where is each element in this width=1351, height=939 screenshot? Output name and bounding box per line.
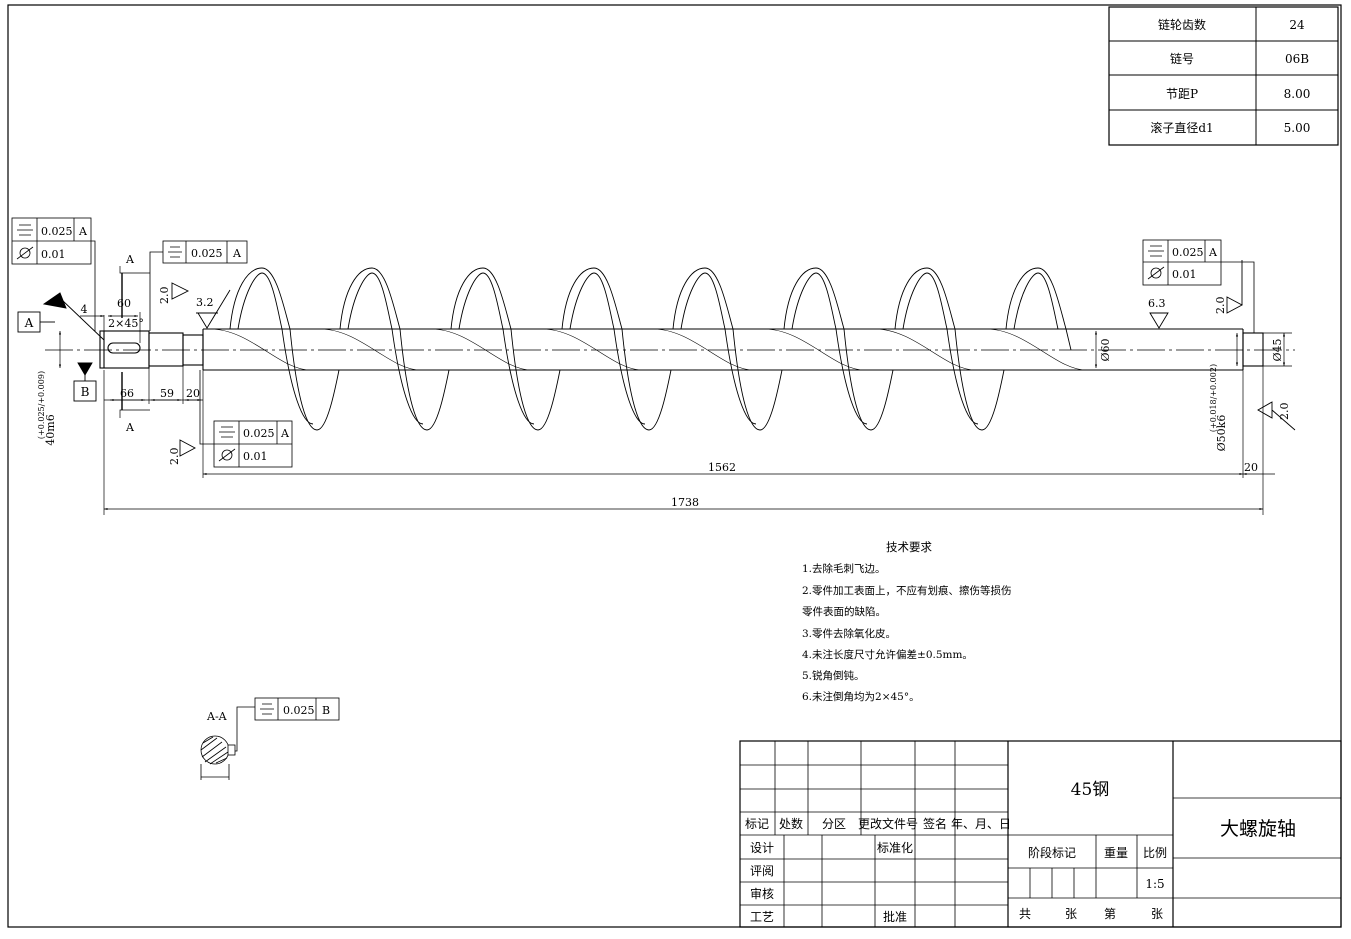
- section-mark-a-bottom: A: [125, 421, 135, 434]
- dim-60: 60: [117, 297, 131, 310]
- tb-sheets-2: 张: [1151, 907, 1163, 921]
- dim-dia45: Ø45: [1271, 338, 1284, 361]
- tb-row-process: 工艺: [750, 910, 774, 924]
- roughness-2-0-d: 2.0: [168, 448, 181, 466]
- gdt-left-datum: A: [78, 225, 88, 238]
- roughness-2-0-c: 2.0: [1278, 403, 1291, 421]
- tech-requirements: 技术要求 1.去除毛刺飞边。 2.零件加工表面上，不应有划痕、擦伤等损伤 零件表…: [802, 540, 1012, 703]
- roughness-2-0-b: 2.0: [1214, 297, 1227, 315]
- gdt-top-datum: A: [232, 247, 242, 260]
- gdt-frame-right: [1142, 239, 1255, 333]
- tb-part-name: 大螺旋轴: [1220, 818, 1296, 840]
- chain-label-teeth: 链轮齿数: [1158, 17, 1206, 32]
- tb-col-sign: 签名: [923, 816, 947, 831]
- gdt-right-cyl: 0.01: [1172, 268, 1197, 281]
- tb-page: 第: [1104, 907, 1116, 921]
- dim-1562: 1562: [708, 461, 736, 474]
- tb-col-count: 处数: [779, 816, 803, 831]
- tech-req-item-2b: 零件表面的缺陷。: [802, 605, 886, 618]
- section-mark-a-top: A: [125, 253, 135, 266]
- gdt-right-sym: 0.025: [1172, 246, 1204, 259]
- gdt-left-sym: 0.025: [41, 225, 73, 238]
- tb-scale-label: 比例: [1143, 846, 1167, 860]
- tech-req-item-5: 5.锐角倒钝。: [802, 669, 865, 682]
- tech-req-item-3: 3.零件去除氧化皮。: [802, 627, 896, 640]
- tech-req-item-2: 2.零件加工表面上，不应有划痕、擦伤等损伤: [802, 584, 1012, 597]
- roughness-3-2: 3.2: [196, 296, 214, 309]
- tb-row-audit: 审核: [750, 886, 774, 901]
- tb-col-change: 更改文件号: [858, 816, 918, 831]
- tb-material: 45钢: [1071, 780, 1110, 800]
- chain-label-number: 链号: [1170, 51, 1194, 66]
- tb-sheets: 张: [1065, 907, 1077, 921]
- chain-value-pitch: 8.00: [1284, 87, 1311, 101]
- fit-left-main: 40m6: [44, 414, 57, 445]
- fit-right-tol: (+0.018/+0.002): [1209, 364, 1218, 432]
- gdt-frame-bottom: [199, 370, 293, 468]
- tb-weight: 重量: [1104, 846, 1128, 860]
- tb-standardize: 标准化: [877, 841, 913, 855]
- tb-stage: 阶段标记: [1028, 845, 1076, 860]
- chain-label-roller: 滚子直径d1: [1150, 120, 1213, 135]
- tb-total: 共: [1019, 907, 1031, 921]
- tb-scale: 1:5: [1145, 877, 1164, 891]
- gdt-bottom-datum: A: [280, 427, 290, 440]
- tb-col-zone: 分区: [822, 817, 846, 831]
- datum-a-label: A: [24, 316, 34, 330]
- gdt-right-datum: A: [1208, 246, 1218, 259]
- section-view: [200, 697, 340, 780]
- chamfer-dim: 2×45°: [108, 317, 144, 330]
- title-block: [739, 740, 1342, 928]
- chain-value-teeth: 24: [1289, 18, 1305, 32]
- datum-symbols: [17, 292, 105, 402]
- chain-label-pitch: 节距P: [1166, 87, 1198, 101]
- tb-approve: 批准: [883, 909, 907, 924]
- roughness-6-3: 6.3: [1148, 297, 1166, 310]
- tb-row-review: 评阅: [750, 864, 774, 878]
- helix-flights: [209, 267, 1087, 431]
- roughness-symbols: [171, 260, 1296, 457]
- tb-col-mark: 标记: [745, 817, 769, 831]
- chain-table: [1108, 6, 1339, 146]
- dimension-lines: [58, 266, 1292, 515]
- section-gdt-value: 0.025: [283, 704, 315, 717]
- dim-dia60: Ø60: [1099, 338, 1112, 361]
- gdt-top-sym: 0.025: [191, 247, 223, 260]
- tech-req-item-6: 6.未注倒角均为2×45°。: [802, 690, 920, 703]
- dim-59: 59: [160, 387, 174, 400]
- tb-col-date: 年、月、日: [951, 817, 1011, 831]
- gdt-frame-top: [149, 240, 248, 331]
- dim-1738: 1738: [671, 496, 699, 509]
- fit-left-tol: (+0.025/+0.009): [37, 371, 46, 439]
- tb-row-design: 设计: [750, 841, 774, 855]
- tech-req-item-4: 4.未注长度尺寸允许偏差±0.5mm。: [802, 648, 973, 661]
- dim-20-right: 20: [1244, 461, 1258, 474]
- sheet-border: [7, 4, 1342, 928]
- dim-20-left: 20: [186, 387, 200, 400]
- gdt-bottom-sym: 0.025: [243, 427, 275, 440]
- gdt-left-cyl: 0.01: [41, 248, 66, 261]
- roughness-2-0-a: 2.0: [158, 287, 171, 305]
- fit-right-main: Ø50k6: [1215, 415, 1228, 452]
- section-gdt-datum: B: [322, 704, 330, 717]
- shaft-outline: [45, 328, 1295, 371]
- datum-b-label: B: [81, 385, 90, 399]
- gdt-frame-left: [11, 217, 96, 331]
- tech-req-item-1: 1.去除毛刺飞边。: [802, 562, 886, 575]
- gdt-bottom-cyl: 0.01: [243, 450, 268, 463]
- dim-66: 66: [120, 387, 134, 400]
- section-label: A-A: [206, 710, 228, 723]
- chain-value-number: 06B: [1285, 52, 1309, 66]
- chain-value-roller: 5.00: [1284, 121, 1311, 135]
- tech-req-title: 技术要求: [886, 540, 932, 554]
- dim-4: 4: [81, 303, 88, 316]
